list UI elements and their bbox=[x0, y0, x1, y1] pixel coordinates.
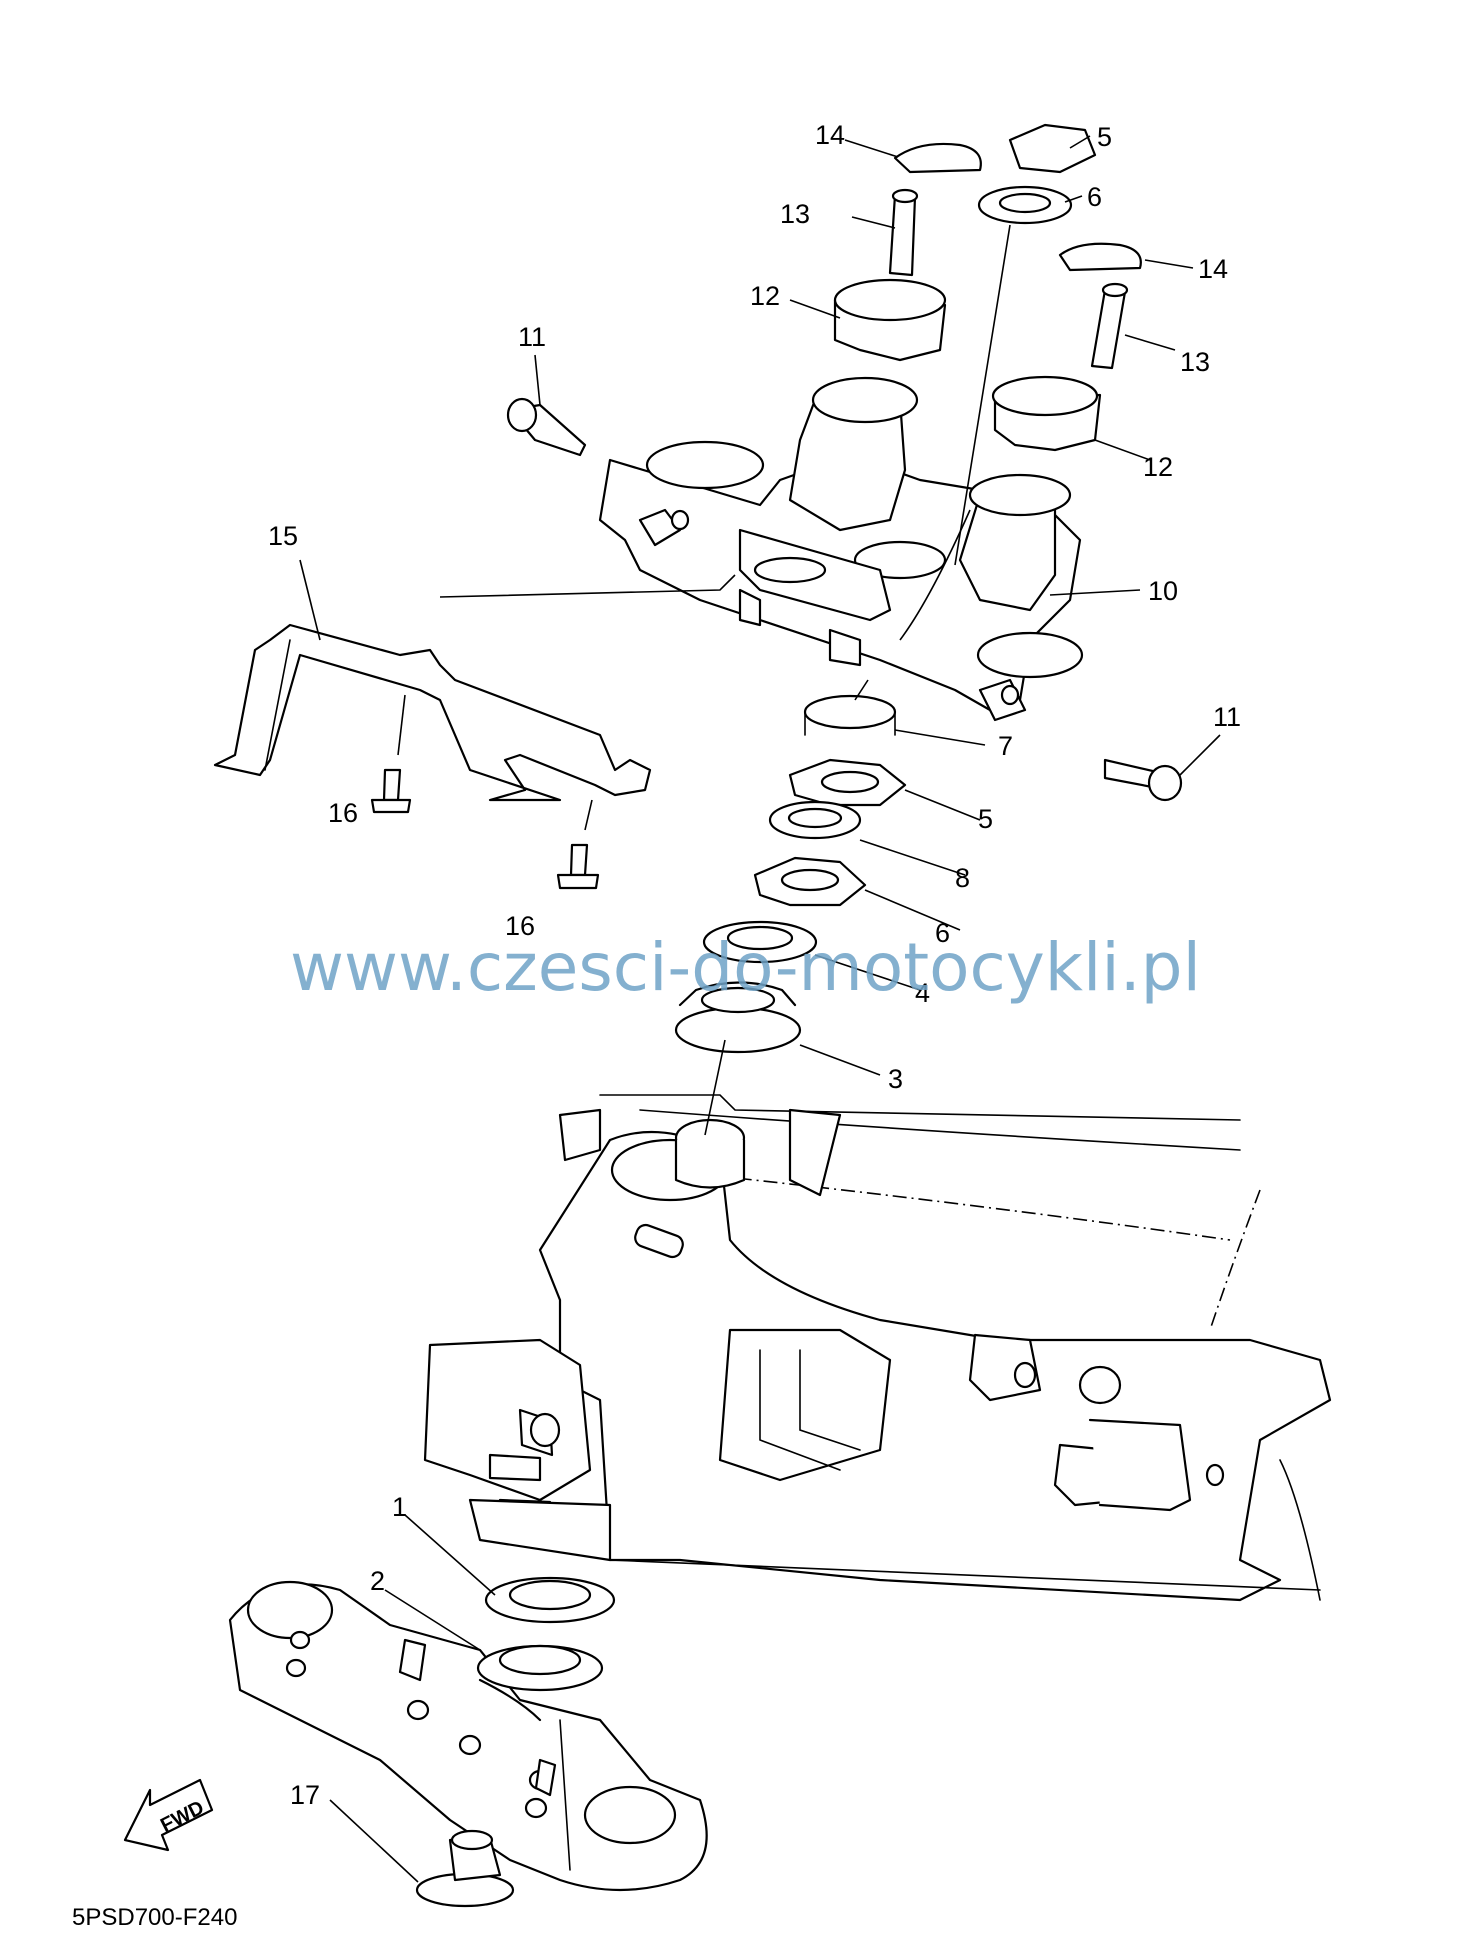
assembly-center-lines bbox=[439, 224, 1011, 1136]
callout-8: 5 bbox=[1097, 122, 1112, 152]
callout-17: 17 bbox=[290, 1780, 320, 1810]
nut-washer-8-9 bbox=[977, 123, 1097, 225]
upper-bracket-drawing bbox=[598, 376, 1084, 722]
callout-4: 4 bbox=[915, 978, 930, 1008]
callout-14-top: 14 bbox=[815, 120, 845, 150]
callout-12-left: 12 bbox=[750, 281, 780, 311]
frame-drawing bbox=[423, 1094, 1332, 1602]
callout-10: 10 bbox=[1148, 576, 1178, 606]
lower-bearings bbox=[476, 1576, 616, 1692]
callout-5-lower: 6 bbox=[935, 918, 950, 948]
callout-numbers: 14 5 6 13 14 12 13 11 12 10 15 11 7 5 16… bbox=[268, 120, 1241, 1810]
callout-6: 7 bbox=[998, 731, 1013, 761]
callout-13-right: 13 bbox=[1180, 347, 1210, 377]
stem-nuts-washers bbox=[674, 694, 907, 1054]
bolts-13 bbox=[888, 188, 1129, 370]
callout-12-right: 12 bbox=[1143, 452, 1173, 482]
caps-14 bbox=[893, 142, 1142, 272]
callout-11-right: 11 bbox=[1213, 702, 1241, 732]
callout-11-top: 11 bbox=[518, 322, 546, 352]
callout-13-left: 13 bbox=[780, 199, 810, 229]
watermark-text: www.czesci-do-motocykli.pl bbox=[290, 929, 1201, 1006]
bolts-11 bbox=[506, 397, 1183, 802]
callout-15: 15 bbox=[268, 521, 298, 551]
fwd-arrow-icon: FWD bbox=[123, 1778, 214, 1852]
callout-3: 3 bbox=[888, 1064, 903, 1094]
callout-16-lower: 16 bbox=[505, 911, 535, 941]
handlebar-holders-12 bbox=[833, 278, 1102, 452]
cap-17 bbox=[415, 1829, 515, 1908]
leader-lines bbox=[299, 135, 1221, 1883]
callout-16-left: 16 bbox=[328, 798, 358, 828]
callout-1: 1 bbox=[392, 1492, 407, 1522]
callout-2: 2 bbox=[370, 1566, 385, 1596]
callout-5-upper: 5 bbox=[978, 804, 993, 834]
diagram-code: 5PSD700-F240 bbox=[72, 1904, 237, 1931]
callout-14-right: 14 bbox=[1198, 254, 1228, 284]
callout-9: 6 bbox=[1087, 182, 1102, 212]
callout-7: 8 bbox=[955, 863, 970, 893]
stay-15-screws-16 bbox=[213, 623, 652, 890]
lower-bracket-drawing bbox=[228, 1580, 708, 1892]
